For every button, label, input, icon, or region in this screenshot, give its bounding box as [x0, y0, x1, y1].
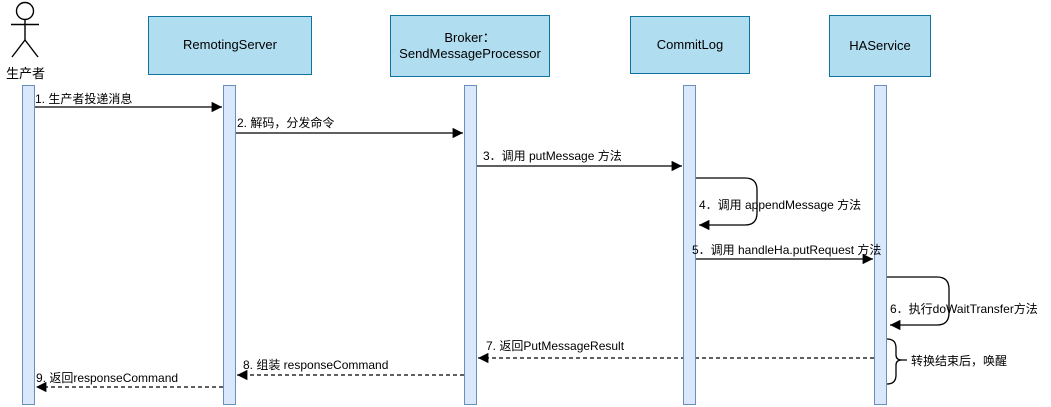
message-9-label: 9. 返回responseCommand — [36, 371, 179, 385]
message-3-label: 3．调用 putMessage 方法 — [483, 149, 622, 163]
participant-ha-service-label: HAService — [849, 37, 911, 53]
activation-bar-commit-log — [683, 85, 696, 405]
participant-ha-service: HAService — [829, 15, 931, 77]
message-7-label: 7. 返回PutMessageResult — [486, 339, 625, 353]
annotation-label: 转换结束后，唤醒 — [911, 354, 1008, 368]
message-6-label: 6．执行doWaitTransfer方法 — [890, 302, 1038, 316]
participant-broker-send-message-processor: Broker： SendMessageProcessor — [390, 15, 550, 77]
actor-figure — [11, 1, 39, 58]
message-1-label: 1. 生产者投递消息 — [35, 92, 133, 106]
message-5-label: 5．调用 handleHa.putRequest 方法 — [692, 243, 882, 257]
message-8-label: 8. 组装 responseCommand — [243, 358, 389, 372]
message-2-label: 2. 解码，分发命令 — [237, 116, 335, 130]
participant-commit-log: CommitLog — [630, 16, 750, 74]
activation-bar-producer — [22, 85, 35, 405]
activation-bar-remoting-server — [223, 85, 236, 405]
annotation-brace — [886, 338, 907, 385]
participant-broker-send-message-processor-label: Broker： SendMessageProcessor — [399, 29, 541, 61]
message-6-self-loop — [887, 276, 950, 331]
message-4-label: 4．调用 appendMessage 方法 — [699, 198, 862, 212]
actor-head — [15, 1, 35, 21]
activation-bar-broker-send-message-processor — [464, 85, 477, 405]
message-4-self-loop — [696, 177, 758, 231]
participant-remoting-server-label: RemotingServer — [183, 37, 277, 53]
participant-remoting-server: RemotingServer — [148, 16, 312, 75]
actor-label: 生产者 — [6, 66, 46, 81]
actor-leg-right — [24, 39, 39, 58]
participant-commit-log-label: CommitLog — [656, 36, 724, 52]
actor-leg-left — [11, 39, 26, 58]
activation-bar-ha-service — [874, 85, 887, 405]
